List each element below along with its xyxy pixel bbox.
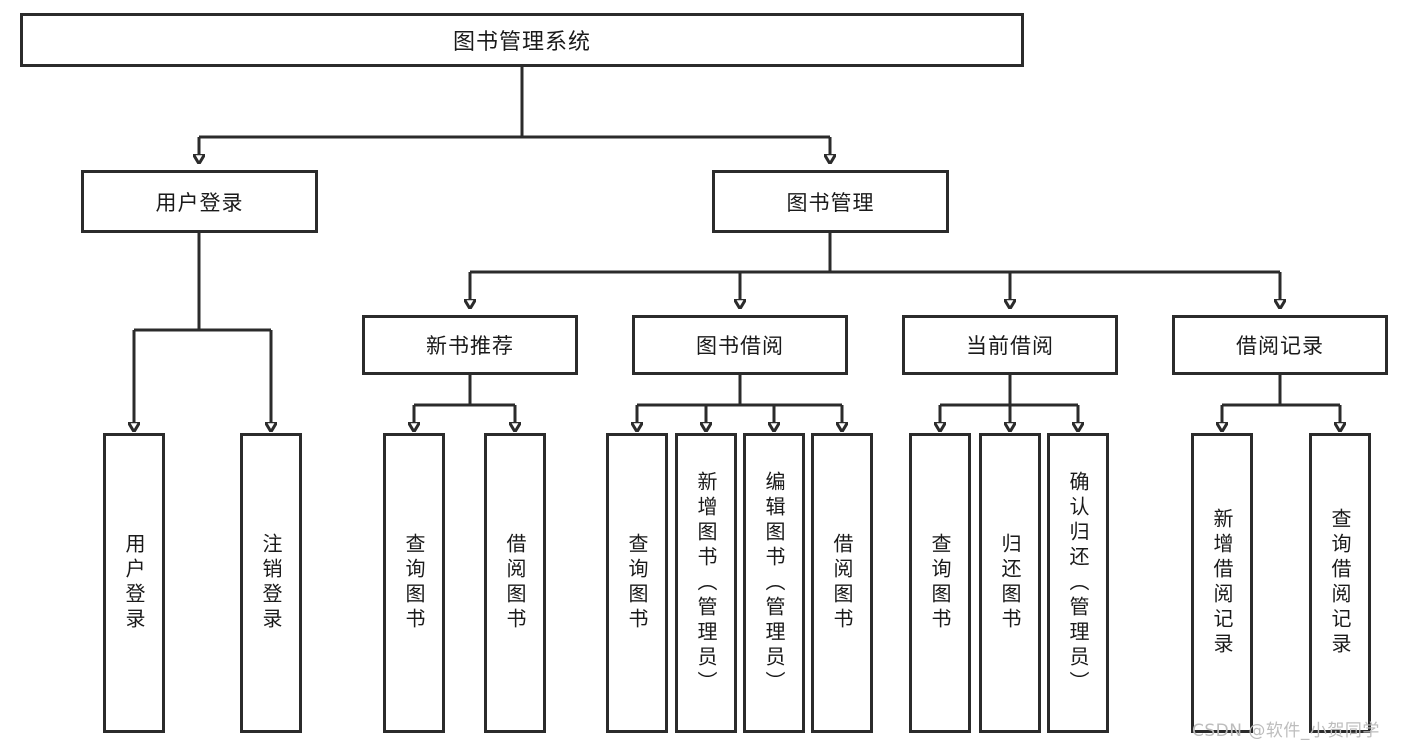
node-current-borrow[interactable]: 当前借阅 [902, 315, 1118, 375]
node-borrow-record[interactable]: 借阅记录 [1172, 315, 1388, 375]
node-label: 确认归还（管理员） [1066, 470, 1090, 696]
connector-bookborrow-to-leaves [637, 375, 842, 423]
leaf-borrow-book-recommend[interactable]: 借阅图书 [484, 433, 546, 733]
connector-root-to-level2 [199, 67, 830, 155]
leaf-confirm-return[interactable]: 确认归还（管理员） [1047, 433, 1109, 733]
node-label: 查询借阅记录 [1328, 508, 1352, 658]
node-new-book-recommend[interactable]: 新书推荐 [362, 315, 578, 375]
node-label: 借阅图书 [503, 533, 527, 633]
connector-userlogin-to-leaves [134, 233, 271, 423]
leaf-edit-book[interactable]: 编辑图书（管理员） [743, 433, 805, 733]
node-book-borrow[interactable]: 图书借阅 [632, 315, 848, 375]
leaf-add-borrow-record[interactable]: 新增借阅记录 [1191, 433, 1253, 733]
node-label: 图书借阅 [696, 334, 784, 358]
node-root-system[interactable]: 图书管理系统 [20, 13, 1024, 67]
connector-borrowrecord-to-leaves [1222, 375, 1340, 423]
node-label: 图书管理系统 [452, 30, 591, 55]
node-label: 用户登录 [122, 533, 146, 633]
node-label: 查询图书 [402, 533, 426, 633]
node-label: 新书推荐 [426, 334, 514, 358]
node-label: 注销登录 [259, 533, 283, 633]
leaf-user-login[interactable]: 用户登录 [103, 433, 165, 733]
leaf-query-book-current[interactable]: 查询图书 [909, 433, 971, 733]
node-label: 借阅图书 [830, 533, 854, 633]
connector-currentborrow-to-leaves [940, 375, 1078, 423]
node-label: 当前借阅 [966, 334, 1054, 358]
node-label: 新增图书（管理员） [694, 470, 718, 696]
node-label: 图书管理 [786, 190, 875, 215]
node-user-login[interactable]: 用户登录 [81, 170, 318, 233]
leaf-query-borrow-record[interactable]: 查询借阅记录 [1309, 433, 1371, 733]
node-label: 新增借阅记录 [1210, 508, 1234, 658]
node-label: 查询图书 [928, 533, 952, 633]
leaf-query-book-borrow[interactable]: 查询图书 [606, 433, 668, 733]
leaf-query-book-recommend[interactable]: 查询图书 [383, 433, 445, 733]
node-label: 用户登录 [155, 190, 244, 215]
node-book-manage[interactable]: 图书管理 [712, 170, 949, 233]
node-label: 查询图书 [625, 533, 649, 633]
leaf-logout-login[interactable]: 注销登录 [240, 433, 302, 733]
csdn-watermark: CSDN @软件_小贺同学 [1192, 721, 1380, 741]
connector-newbook-to-leaves [414, 375, 515, 423]
connector-bookmanage-to-level3 [470, 233, 1280, 300]
leaf-return-book[interactable]: 归还图书 [979, 433, 1041, 733]
leaf-borrow-book-borrow[interactable]: 借阅图书 [811, 433, 873, 733]
node-label: 编辑图书（管理员） [762, 470, 786, 696]
leaf-add-book[interactable]: 新增图书（管理员） [675, 433, 737, 733]
node-label: 归还图书 [998, 533, 1022, 633]
node-label: 借阅记录 [1236, 334, 1324, 358]
